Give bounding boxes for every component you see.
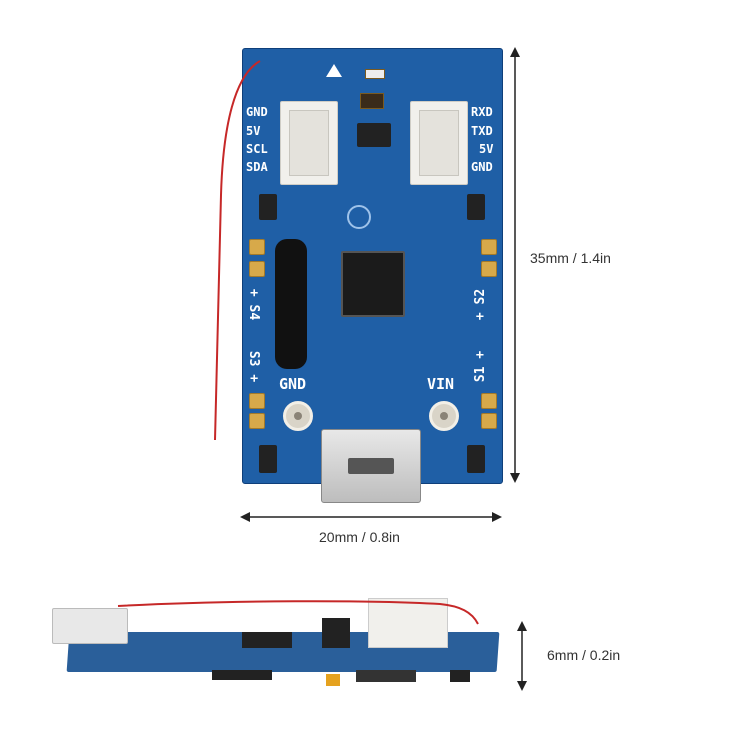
label-right-5v: 5V (479, 142, 494, 156)
micro-usb-port (321, 429, 421, 503)
pad-s3-lower (249, 413, 265, 429)
top-resistor (365, 69, 385, 79)
transistor-left-bottom (259, 445, 277, 473)
right-connector (410, 101, 468, 185)
pad-s2-lower (481, 261, 497, 277)
antenna-wire-side (117, 600, 479, 625)
transistor-right-bottom (467, 445, 485, 473)
pad-s4-lower (249, 261, 265, 277)
width-dimension-label: 20mm / 0.8in (319, 529, 400, 545)
label-right-rxd: RXD (471, 105, 493, 119)
pcb-board-side-view (52, 598, 500, 704)
vin-mounting-hole (429, 401, 459, 431)
pcb-board-top-view: GND 5V SCL SDA RXD TXD 5V GND + S4 S3 + … (242, 48, 503, 503)
label-s1: S1 + (473, 350, 489, 383)
label-left-scl: SCL (246, 142, 268, 156)
top-capacitor (360, 93, 384, 109)
label-s2: + S2 (473, 288, 489, 321)
pad-s3-upper (249, 393, 265, 409)
label-right-txd: TXD (471, 124, 493, 138)
label-vin: VIN (427, 375, 455, 393)
transistor-right-top (467, 194, 485, 220)
label-right-gnd: GND (471, 160, 493, 174)
side-connector (368, 598, 448, 648)
label-left-gnd: GND (246, 105, 268, 119)
label-left-sda: SDA (246, 160, 268, 174)
pad-s4-upper (249, 239, 265, 255)
gnd-mounting-hole (283, 401, 313, 431)
pad-s2-upper (481, 239, 497, 255)
antenna-wire-top (214, 60, 261, 441)
label-gnd: GND (279, 375, 307, 393)
side-usb-component (52, 608, 128, 644)
width-dimension-arrow (240, 512, 502, 522)
main-sensor-chip (341, 251, 405, 317)
pad-s1-lower (481, 413, 497, 429)
transistor-left-top (259, 194, 277, 220)
label-left-5v: 5V (246, 124, 261, 138)
pad-s1-upper (481, 393, 497, 409)
thickness-dimension-label: 6mm / 0.2in (547, 647, 621, 663)
height-dimension-label: 35mm / 1.4in (530, 250, 611, 266)
height-dimension-arrow (510, 47, 520, 483)
thickness-dimension-arrow (517, 621, 527, 691)
top-regulator-chip (357, 123, 391, 147)
antenna-tape (275, 239, 307, 369)
orientation-triangle-icon (326, 64, 342, 77)
left-connector (280, 101, 338, 185)
logo-icon (347, 205, 371, 229)
